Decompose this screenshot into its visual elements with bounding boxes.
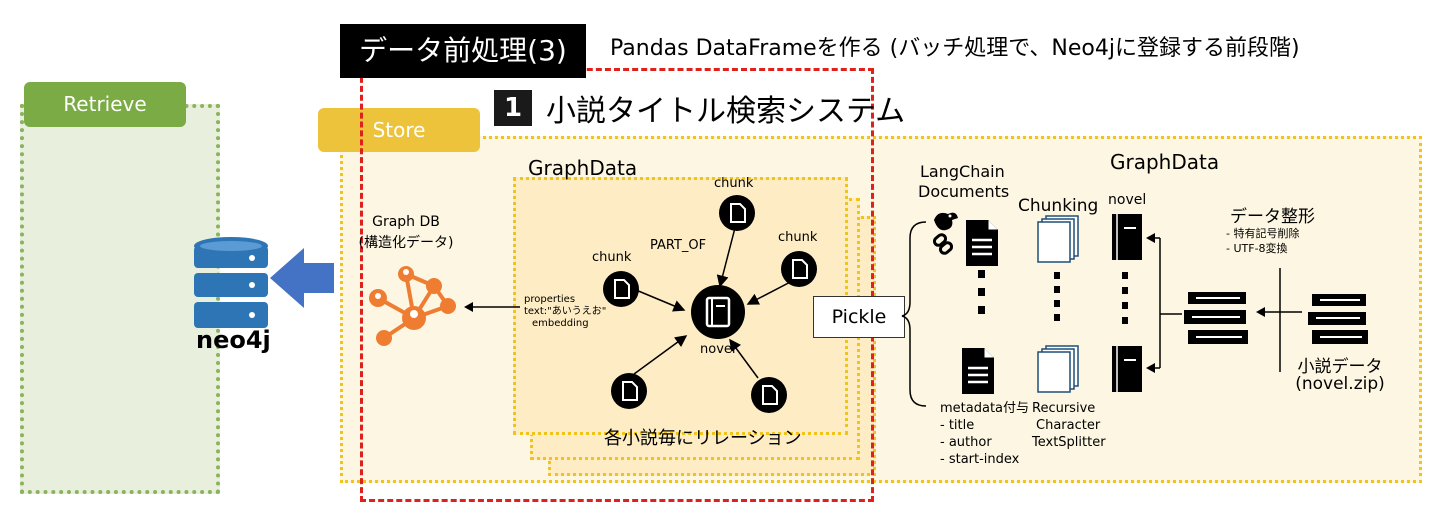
split-bracket-arrow [1146, 233, 1182, 373]
document-icon [962, 348, 994, 394]
novel-node-icon [691, 285, 745, 339]
system-number-badge: 1 [494, 90, 532, 126]
part-of-label: PART_OF [650, 238, 707, 253]
splitter-label: Recursive Character TextSplitter [1032, 400, 1106, 451]
graphdata-left-title: GraphData [528, 156, 638, 180]
langchain-sublabel: Documents [918, 182, 1010, 201]
properties-heading: properties [524, 294, 576, 305]
neo4j-label: neo4j [196, 326, 271, 354]
ellipsis-vertical-icon [978, 270, 985, 314]
multiple-pages-icon [1037, 215, 1079, 263]
metadata-item: - start-index [940, 452, 1020, 467]
database-icon [194, 237, 268, 328]
book-icon [1112, 346, 1142, 392]
data-format-item: - 特有記号削除 [1226, 227, 1300, 240]
metadata-heading: metadata付与 [940, 401, 1030, 416]
graph-db-sublabel: (構造化データ) [358, 235, 454, 251]
metadata-item: - author [940, 435, 992, 450]
novel-node-label: novel [700, 342, 736, 357]
system-title: 小説タイトル検索システム [546, 94, 906, 129]
chunking-label: Chunking [1018, 196, 1099, 216]
relation-caption: 各小説毎にリレーション [604, 428, 802, 449]
network-graph-icon [369, 266, 456, 346]
to-graph-db-arrow [464, 302, 520, 312]
metadata-item: - title [940, 418, 975, 433]
chunk-node-icon [751, 377, 787, 413]
splitter-line: TextSplitter [1032, 435, 1106, 450]
store-arrow-icon [270, 248, 334, 308]
preprocessing-region [360, 68, 874, 502]
chunk-label: chunk [778, 230, 818, 245]
source-file-label: (novel.zip) [1295, 374, 1385, 394]
chunk-label: chunk [714, 176, 754, 191]
book-icon [1112, 214, 1142, 260]
format-arrow [1256, 268, 1302, 372]
ellipsis-vertical-icon [1054, 272, 1060, 321]
chunk-node-icon [719, 195, 755, 231]
preprocessing-title: データ前処理(3) [340, 24, 586, 78]
novel-column-label: novel [1108, 192, 1147, 208]
metadata-list: metadata付与 - title - author - start-inde… [940, 400, 1029, 468]
data-format-item: - UTF-8変換 [1226, 242, 1288, 255]
langchain-label: LangChain [920, 162, 1005, 181]
source-book-stack-icon [1308, 294, 1368, 344]
chunk-node-icon [611, 373, 647, 409]
data-format-title: データ整形 [1230, 207, 1315, 227]
chunk-node-icon [603, 271, 639, 307]
splitter-line: Character [1036, 418, 1101, 433]
document-icon [966, 220, 998, 266]
preprocessing-description: Pandas DataFrameを作る (バッチ処理で、Neo4jに登録する前段… [610, 36, 1300, 61]
retrieve-panel [20, 104, 220, 494]
graphdata-right-title: GraphData [1110, 150, 1220, 174]
chunk-label: chunk [592, 250, 632, 265]
properties-text: text:"あいうえお" [524, 306, 607, 317]
properties-embedding: embedding [532, 318, 589, 329]
splitter-line: Recursive [1032, 401, 1096, 416]
source-data-label: 小説データ [1297, 357, 1383, 377]
store-tab: Store [318, 108, 480, 152]
graph-db-label: Graph DB [372, 214, 440, 230]
properties-label: properties text:"あいうえお" embedding [524, 294, 606, 330]
multiple-pages-icon [1037, 345, 1079, 393]
book-stack-icon [1184, 292, 1248, 344]
retrieve-tab: Retrieve [24, 82, 186, 127]
pickle-brace [901, 221, 927, 407]
data-format-list: - 特有記号削除 - UTF-8変換 [1226, 226, 1299, 256]
ellipsis-vertical-icon [1122, 272, 1128, 324]
chunk-node-icon [781, 251, 817, 287]
pickle-box: Pickle [813, 296, 905, 338]
langchain-logo-icon [932, 212, 958, 255]
